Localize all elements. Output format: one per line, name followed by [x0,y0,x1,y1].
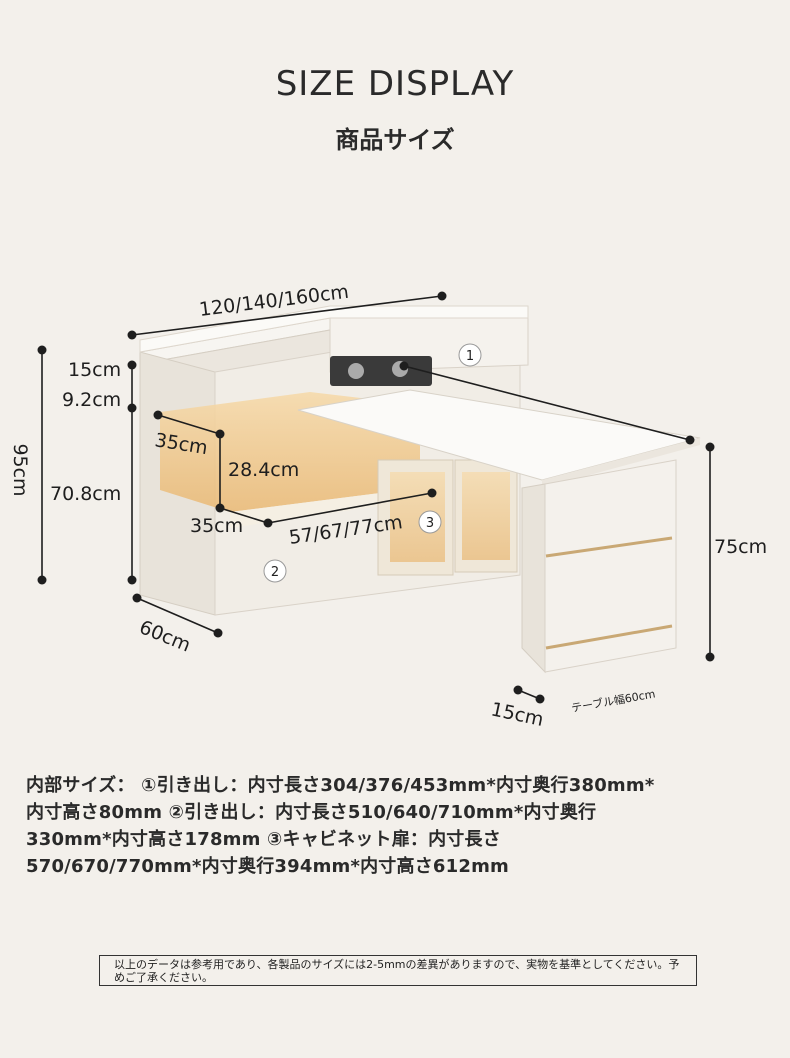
label-drawer-height: 28.4cm [228,459,299,481]
label-table-leg: 15cm [489,698,546,731]
badge-3: 3 [418,510,442,534]
label-depth: 60cm [136,616,194,656]
badge-1: 1 [458,343,482,367]
badge-2: 2 [263,559,287,583]
label-body-height: 70.8cm [50,483,121,505]
internal-size-notes: 内部サイズ： ①引き出し：内寸長さ304/376/453mm*内寸奥行380mm… [26,775,655,877]
svg-text:3: 3 [426,516,434,531]
furniture-diagram: 120/140/160cm 15cm 9.2cm 95cm 70.8cm 35c… [9,281,767,731]
power-strip [330,356,432,386]
svg-text:2: 2 [271,565,279,580]
label-top-thickness: 15cm [68,359,121,381]
label-table-height: 75cm [714,536,767,558]
dimension-lines [41,295,711,700]
label-table-width: テーブル幅60cm [570,686,656,715]
disclaimer-text: 以上のデータは参考用であり、各製品のサイズには2-5mmの差異がありますので、実… [114,958,680,984]
label-drawer-depth-2: 35cm [190,515,243,537]
svg-text:1: 1 [466,349,474,364]
disclaimer-box: 以上のデータは参考用であり、各製品のサイズには2-5mmの差異がありますので、実… [99,955,697,986]
extension-table [297,389,701,674]
page-title: SIZE DISPLAY [275,64,515,104]
label-total-height: 95cm [9,443,31,496]
dimension-endpoints [37,291,715,704]
page-subtitle: 商品サイズ [335,126,455,154]
label-drawer-band: 9.2cm [62,389,121,411]
